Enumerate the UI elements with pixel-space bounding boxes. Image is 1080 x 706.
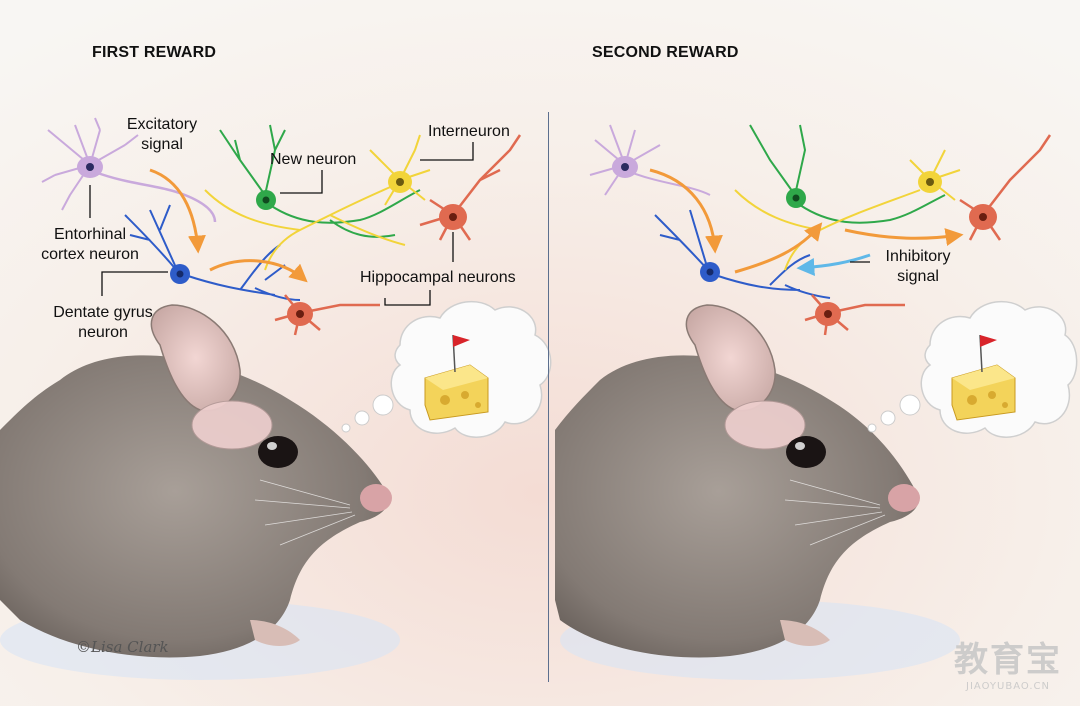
- excitatory-arrow-left-1: [149, 168, 206, 254]
- cheese-icon-left: [424, 334, 489, 421]
- interneuron-left: [369, 134, 431, 206]
- inhibitory-signal-label: Inhibitory signal: [870, 247, 966, 287]
- dentate-neuron-left: [124, 204, 301, 301]
- entorhinal-label-line1: Entorhinal: [53, 226, 127, 243]
- interneuron-axon-left: [204, 184, 406, 271]
- inhibitory-arrow: [796, 253, 871, 277]
- excitatory-arrow-right-2: [734, 222, 823, 274]
- thought-bubble-right: [867, 300, 1078, 438]
- right-neuron-network: [589, 124, 1052, 336]
- dentate-neuron-right: [654, 209, 831, 299]
- hippocampal-neurons-label: Hippocampal neurons: [360, 269, 516, 286]
- new-neuron-left: [219, 124, 421, 238]
- dentate-gyrus-label: Dentate gyrus neuron: [40, 303, 166, 343]
- inhibitory-label-line2: signal: [897, 268, 939, 285]
- entorhinal-neuron-left: [41, 117, 217, 223]
- mouse-left: [0, 304, 392, 658]
- panel-divider: [548, 112, 549, 682]
- watermark-sub: JIAOYUBAO.CN: [966, 681, 1050, 692]
- new-neuron-right: [749, 124, 946, 224]
- hippocampal-neuron-left-top: [419, 134, 522, 241]
- excitatory-signal-label: Excitatory signal: [112, 115, 212, 155]
- watermark-main: 教育宝: [954, 640, 1062, 680]
- watermark: 教育宝 JIAOYUBAO.CN: [954, 632, 1062, 692]
- interneuron-label: Interneuron: [428, 123, 510, 140]
- entorhinal-cortex-label: Entorhinal cortex neuron: [28, 225, 152, 265]
- excitatory-arrow-left-2: [209, 259, 308, 283]
- label-leaders-left: [89, 142, 474, 306]
- inhibitory-label-line1: Inhibitory: [885, 248, 951, 265]
- excitatory-label-line1: Excitatory: [126, 116, 198, 133]
- excitatory-label-line2: signal: [141, 136, 183, 153]
- hippocampal-neuron-right-top: [959, 134, 1052, 241]
- entorhinal-neuron-right: [589, 124, 711, 196]
- second-reward-title: SECOND REWARD: [592, 44, 739, 61]
- artist-signature: ©Lisa Clark: [76, 638, 169, 656]
- thought-bubble-left: [341, 300, 552, 438]
- new-neuron-label: New neuron: [270, 151, 357, 168]
- left-neuron-network: [41, 117, 522, 336]
- mouse-right: [555, 304, 920, 658]
- first-reward-title: FIRST REWARD: [92, 44, 217, 61]
- dentate-label-line2: neuron: [78, 324, 128, 341]
- dentate-label-line1: Dentate gyrus: [53, 304, 153, 321]
- entorhinal-label-line2: cortex neuron: [41, 246, 139, 263]
- excitatory-arrow-right-1: [649, 168, 723, 254]
- cheese-icon-right: [951, 334, 1016, 421]
- excitatory-arrow-right-3: [844, 228, 964, 246]
